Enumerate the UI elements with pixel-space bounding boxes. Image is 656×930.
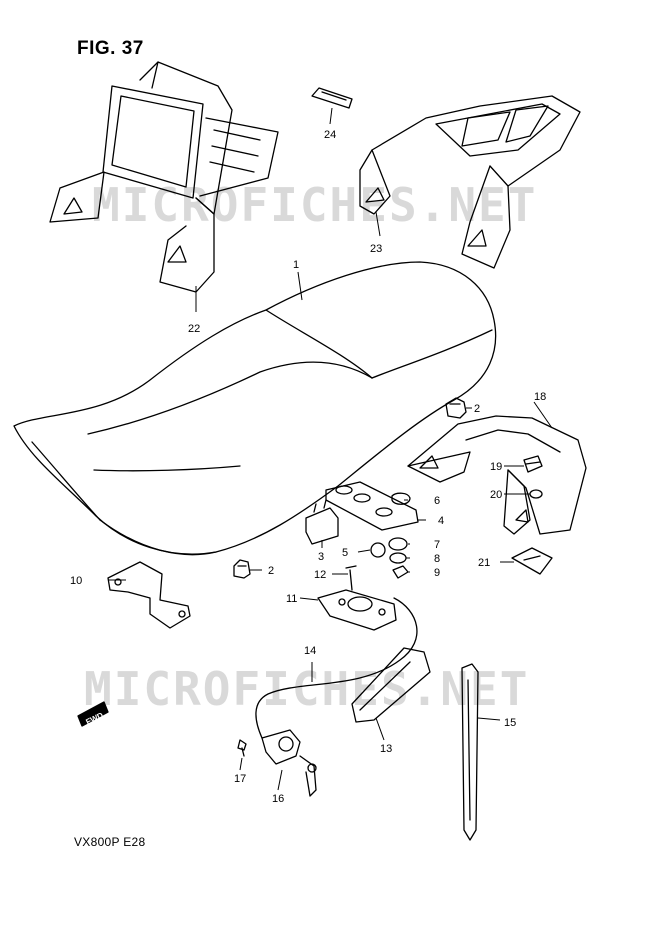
cover-part-13 <box>351 647 431 723</box>
figure-title: FIG. 37 <box>77 38 144 59</box>
backrest-part-22 <box>49 61 279 293</box>
leader-lines <box>108 107 553 791</box>
callout-4: 4 <box>438 515 444 527</box>
callout-6: 6 <box>434 495 440 507</box>
emblem-part-24 <box>311 87 353 109</box>
watermark-bottom: MICROFICHES.NET <box>84 662 530 716</box>
callout-16: 16 <box>272 793 284 805</box>
callouts: 1 2 2 3 4 5 6 7 8 9 10 11 12 13 14 15 16… <box>70 129 546 805</box>
callout-19: 19 <box>490 461 502 473</box>
callout-21: 21 <box>478 557 490 569</box>
callout-23: 23 <box>370 243 382 255</box>
bracket-part-10 <box>107 561 191 629</box>
cable-part-14 <box>255 597 418 739</box>
callout-15: 15 <box>504 717 516 729</box>
carrier-rack-part-23 <box>359 95 581 269</box>
callout-8: 8 <box>434 553 440 565</box>
screw-part-12 <box>345 565 357 591</box>
buffer-part-2-upper <box>445 397 467 419</box>
callout-12: 12 <box>314 569 326 581</box>
band-part-15 <box>461 663 479 841</box>
holder-part-3 <box>305 499 339 545</box>
callout-1: 1 <box>293 259 299 271</box>
callout-5: 5 <box>342 547 348 559</box>
washer-part-8 <box>389 552 407 564</box>
callout-24: 24 <box>324 129 336 141</box>
callout-11: 11 <box>286 593 297 605</box>
callout-9: 9 <box>434 567 440 579</box>
lock-part-16 <box>261 729 317 797</box>
callout-2-upper: 2 <box>474 403 480 415</box>
watermark-top: MICROFICHES.NET <box>92 178 538 232</box>
washer-part-20 <box>529 489 543 499</box>
callout-14: 14 <box>304 645 316 657</box>
plate-part-21 <box>511 547 553 575</box>
model-code: VX800P E28 <box>74 835 146 849</box>
fwd-arrow-icon <box>77 701 109 727</box>
callout-7: 7 <box>434 539 440 551</box>
seat-lock-part-11 <box>317 589 397 631</box>
callout-17: 17 <box>234 773 246 785</box>
callout-20: 20 <box>490 489 502 501</box>
cushion-part-5 <box>370 542 386 558</box>
callout-18: 18 <box>534 391 546 403</box>
bolt-part-19 <box>523 455 543 473</box>
callout-2-lower: 2 <box>268 565 274 577</box>
callout-22: 22 <box>188 323 200 335</box>
screw-part-17 <box>237 739 247 757</box>
collar-part-7 <box>388 537 408 551</box>
callout-13: 13 <box>380 743 392 755</box>
grab-bar-part-18 <box>407 415 587 535</box>
callout-10: 10 <box>70 575 82 587</box>
plate-part-4 <box>325 481 419 531</box>
callout-3: 3 <box>318 551 324 563</box>
damper-part-6 <box>391 492 411 505</box>
nut-part-9 <box>392 565 409 579</box>
buffer-part-2-lower <box>233 559 251 579</box>
seat-part-1 <box>13 261 497 556</box>
